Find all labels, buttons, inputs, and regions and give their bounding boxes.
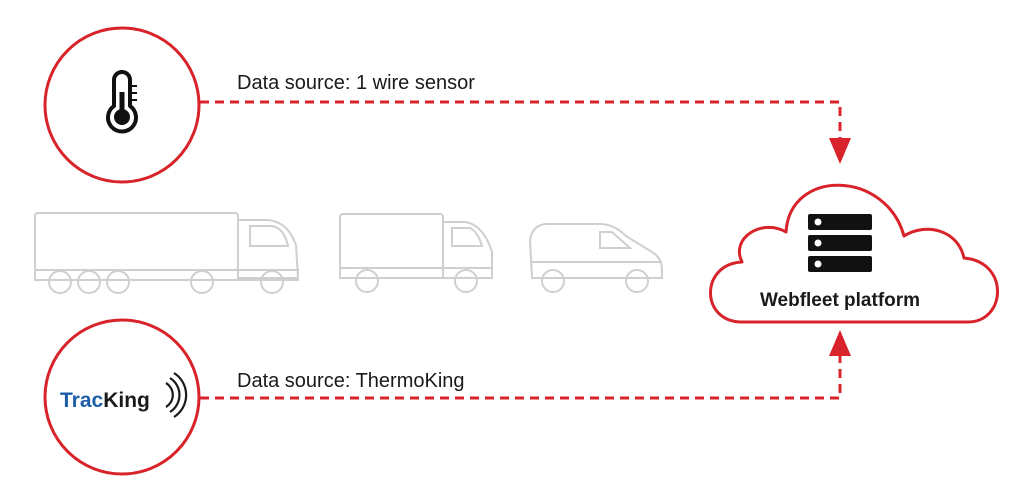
logo-text-trac: Trac: [60, 389, 104, 412]
truck-icon: [34, 212, 300, 294]
thermometer-icon: [106, 70, 138, 134]
sensor-connector-line: [200, 100, 842, 140]
tracking-logo: TracKing: [60, 372, 188, 418]
logo-text-king: King: [103, 389, 150, 412]
box-truck-icon: [339, 213, 493, 293]
thermoking-circle: [43, 318, 201, 476]
sensor-source-label: Data source: 1 wire sensor: [237, 72, 475, 94]
thermoking-connector-arrow: [829, 330, 851, 356]
signal-waves-icon: [165, 372, 188, 418]
thermoking-connector-line: [200, 352, 842, 400]
svg-text:TracKing: TracKing: [60, 389, 150, 412]
sensor-source: [43, 26, 201, 184]
platform-label: Webfleet platform: [760, 290, 920, 311]
webfleet-platform-cloud: Webfleet platform: [709, 183, 999, 324]
van-icon: [528, 223, 663, 293]
sensor-connector-arrow: [829, 138, 851, 164]
thermoking-source: TracKing: [43, 318, 201, 476]
thermoking-source-label: Data source: ThermoKing: [237, 370, 465, 392]
server-icon: [808, 214, 872, 272]
